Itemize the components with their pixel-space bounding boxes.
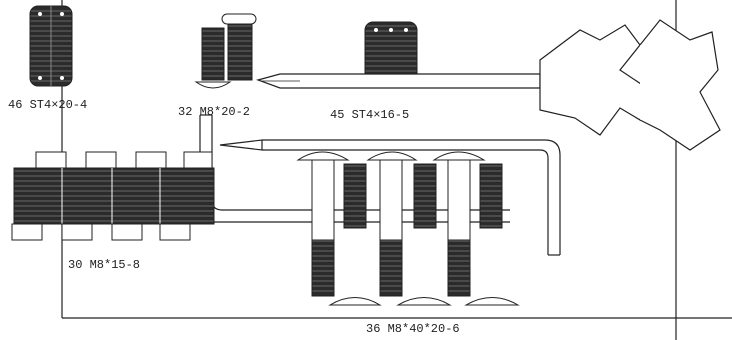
- screw-st4x20-group: [29, 5, 73, 87]
- part-label-st4x16: 45 ST4×16-5: [330, 108, 410, 122]
- wrench-head: [539, 19, 721, 151]
- part-label-st4x20: 46 ST4×20-4: [8, 98, 88, 112]
- part-label-m8x40: 36 M8*40*20-6: [366, 322, 460, 336]
- part-label-m8x20: 32 M8*20-2: [178, 105, 251, 119]
- screwdriver-tool: [256, 73, 541, 89]
- part-label-m8x15: 30 M8*15-8: [68, 258, 141, 272]
- bolt-m8x15-row: [11, 151, 215, 241]
- bolt-m8x20-group: [194, 13, 257, 89]
- bolt-m8x40-group: [296, 151, 520, 306]
- allen-key: [219, 139, 561, 256]
